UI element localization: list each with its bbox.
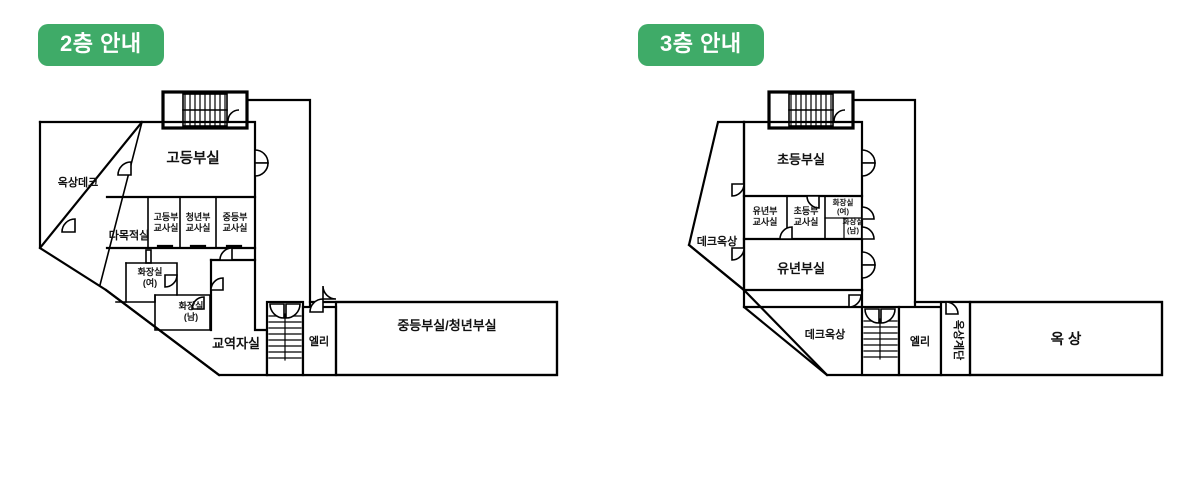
room-label-elem-teacher-1: 초등부 <box>794 206 819 216</box>
door-icon <box>861 251 876 266</box>
room-label-middle-teacher-1: 중등부 <box>223 212 248 222</box>
room-label-deck-rooftop-low: 데크옥상 <box>805 327 845 341</box>
deck-inner-diagonal-2f <box>99 121 143 286</box>
door-icon <box>254 149 269 164</box>
floor-3-badge: 3층 안내 <box>638 24 764 66</box>
room-label-elem-teacher-2: 교사실 <box>794 216 819 227</box>
door-icon <box>191 296 205 310</box>
room-label-high-teacher-1: 고등부 <box>154 212 179 222</box>
door-icon <box>861 162 876 177</box>
room-label-middle-teacher-2: 교사실 <box>223 222 248 233</box>
room-label-youth-teacher-1: 청년부 <box>186 211 211 222</box>
floor-3-drawing: 초등부실 유년부실 데크옥상 데크옥상 유년부 교사실 초등부 교사실 화장실 … <box>687 90 1164 377</box>
door-icon <box>145 249 152 264</box>
door-icon <box>164 274 178 288</box>
room-label-kinder-teacher-1: 유년부 <box>753 205 778 216</box>
restroom-women-2f-walls <box>115 262 178 303</box>
door-icon <box>254 162 269 177</box>
deck-diagonal-upper-2f <box>38 120 144 250</box>
room-label-pastor-room: 교역자실 <box>212 336 260 351</box>
stairwell-2f-treads <box>182 93 228 127</box>
door-icon <box>309 298 324 313</box>
door-icon <box>61 218 76 233</box>
room-label-restroom-men-2: (남) <box>847 225 859 235</box>
room-label-restroom-men-2: (남) <box>184 311 198 322</box>
door-icon <box>210 277 224 291</box>
room-label-multipurpose: 다목적실 <box>109 228 149 242</box>
door-icon <box>779 226 793 240</box>
room-label-rooftop-deck: 옥상데크 <box>58 175 98 189</box>
room-label-restroom-women-1: 화장실 <box>138 266 163 277</box>
door-icon <box>322 285 337 300</box>
floor-3-doors <box>731 149 959 315</box>
deck-diagonal-lower-2f <box>104 288 221 377</box>
room-label-restroom-women-1: 화장실 <box>833 197 854 207</box>
middle-youth-room-2f-box <box>334 300 559 377</box>
stairwell-3f-treads <box>788 93 834 127</box>
door-icon <box>861 149 876 164</box>
floor-2-drawing: 옥상데크 고등부실 다목적실 고등부 교사실 청년부 교사실 중등부 교사실 화… <box>38 90 559 377</box>
pastor-room-2f-walls <box>209 258 269 377</box>
door-icon <box>117 161 132 176</box>
room-label-restroom-men-1: 화장실 <box>843 216 864 226</box>
room-label-kinder-dept: 유년부실 <box>777 261 825 276</box>
door-icon <box>945 301 959 315</box>
outer-right-wall-2f <box>245 98 312 309</box>
deck-rooftop-3f-outline <box>687 120 746 293</box>
room-label-high-teacher-2: 교사실 <box>154 222 179 233</box>
room-label-elevator: 엘리 <box>910 334 930 348</box>
door-icon <box>731 183 745 197</box>
rooftop-3f-box <box>968 300 1164 377</box>
floor-2-walls <box>38 90 559 377</box>
room-label-rooftop-stairs: 옥상계단 <box>952 320 966 360</box>
floor-plan-3f: 3층 안내 <box>597 0 1197 485</box>
door-icon <box>731 247 745 261</box>
door-icon <box>848 294 862 308</box>
outline-upper-2f <box>38 120 257 262</box>
room-label-restroom-women-2: (여) <box>143 277 157 288</box>
stairs-2f-treads <box>268 313 302 361</box>
outer-right-wall-3f <box>851 98 917 309</box>
door-icon <box>806 195 820 209</box>
door-icon <box>861 226 875 240</box>
floor-2-labels: 옥상데크 고등부실 다목적실 고등부 교사실 청년부 교사실 중등부 교사실 화… <box>58 150 497 351</box>
room-label-youth-teacher-2: 교사실 <box>186 222 211 233</box>
room-label-high-dept: 고등부실 <box>166 150 219 167</box>
room-label-elem-dept: 초등부실 <box>777 152 825 167</box>
room-label-restroom-men-1: 화장실 <box>179 300 204 311</box>
floor-2-badge: 2층 안내 <box>38 24 164 66</box>
stairwell-3f-door <box>833 109 846 122</box>
room-label-elevator: 엘리 <box>309 334 329 348</box>
door-icon <box>861 206 875 220</box>
room-label-kinder-teacher-2: 교사실 <box>753 216 778 227</box>
floor-3-walls <box>687 90 1164 377</box>
floor-plan-2f: 2층 안내 <box>38 24 559 377</box>
floor-2-doors <box>61 149 337 313</box>
door-icon <box>219 247 233 261</box>
stairwell-2f-door <box>227 109 240 122</box>
door-icon <box>861 264 876 279</box>
room-label-rooftop: 옥 상 <box>1051 331 1082 348</box>
room-label-middle-youth: 중등부실/청년부실 <box>397 318 496 333</box>
room-label-deck-rooftop-left: 데크옥상 <box>697 234 737 248</box>
floor-3-labels: 초등부실 유년부실 데크옥상 데크옥상 유년부 교사실 초등부 교사실 화장실 … <box>697 152 1082 360</box>
room-label-restroom-women-2: (여) <box>837 206 849 216</box>
